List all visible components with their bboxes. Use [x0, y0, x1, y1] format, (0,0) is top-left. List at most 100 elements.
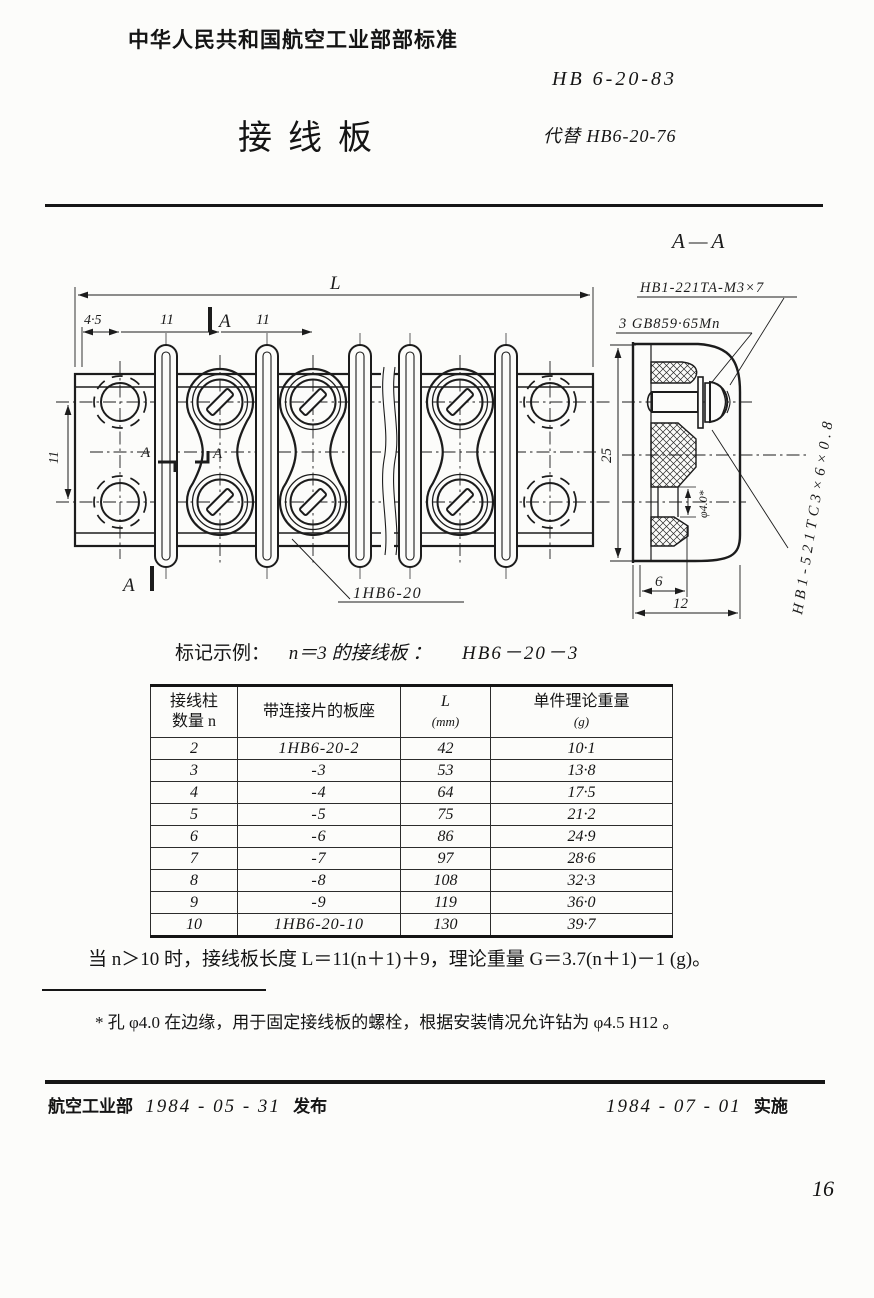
terminal-screw-section: [646, 376, 731, 429]
table-cell: 13·8: [490, 759, 673, 782]
table-cell: 97: [400, 847, 491, 870]
table-row: 2 1HB6-20-2 42 10·1: [150, 737, 673, 760]
dim-25-label: 25: [599, 448, 615, 464]
table-row: 5 -5 75 21·2: [150, 803, 673, 826]
dim-phi40-label: φ4.0*: [696, 490, 710, 518]
table-cell: 130: [400, 913, 491, 937]
table-cell: 108: [400, 869, 491, 892]
section-marks: A A A A: [121, 307, 231, 596]
example-prefix: 标记示例：: [175, 643, 271, 664]
dimension-L: L: [74, 273, 594, 367]
table-cell: 7: [150, 847, 238, 870]
part-leader-label: 1HB6-20: [353, 585, 422, 602]
table-cell: 17·5: [490, 781, 673, 804]
formula-note: 当 n＞10 时，接线板长度 L＝11(n＋1)＋9，理论重量 G＝3.7(n＋…: [88, 949, 712, 970]
table-cell: 1HB6-20-10: [237, 913, 401, 937]
svg-text:A: A: [140, 445, 151, 461]
spec-table: 接线柱 数量 n 带连接片的板座 L (mm) 单件理论重量 (g) 2 1HB…: [150, 684, 673, 938]
table-body: 2 1HB6-20-2 42 10·1 3 -3 53 13·8 4 -4 64…: [150, 737, 673, 937]
table-cell: -9: [237, 891, 401, 914]
table-row: 10 1HB6-20-10 130 39·7: [150, 913, 673, 937]
footer-divider: [45, 1080, 825, 1084]
col-header-base: 带连接片的板座: [237, 685, 401, 738]
footnote-text: * 孔 φ4.0 在边缘，用于固定接线板的螺栓，根据安装情况允许钻为 φ4.5 …: [95, 1013, 680, 1032]
table-cell: 10: [150, 913, 238, 937]
effective-label: 实施: [753, 1097, 788, 1116]
standard-number: HB 6-20-83: [552, 68, 677, 90]
table-cell: 32·3: [490, 869, 673, 892]
issue-label: 发布: [293, 1097, 328, 1116]
doc-title: 接线板: [238, 120, 388, 157]
break-lines: [381, 365, 398, 557]
footer-effective: 1984 - 07 - 01 实施: [598, 1092, 788, 1118]
technical-drawing: L 4·5 11 11 11 A A: [47, 229, 837, 619]
col-header-terminal-count: 接线柱 数量 n: [150, 685, 238, 738]
table-cell: 39·7: [490, 913, 673, 937]
footnote-divider: [42, 989, 266, 991]
table-cell: -7: [237, 847, 401, 870]
dim-L-label: L: [329, 273, 341, 294]
table-cell: 119: [400, 891, 491, 914]
example-code: HB6－20－3: [462, 643, 580, 664]
table-row: 9 -9 119 36·0: [150, 891, 673, 914]
part-leader: 1HB6-20: [291, 538, 464, 603]
table-cell: -6: [237, 825, 401, 848]
table-cell: 3: [150, 759, 238, 782]
top-view: L 4·5 11 11 11 A A: [47, 273, 612, 603]
table-cell: 9: [150, 891, 238, 914]
title-divider: [45, 204, 823, 207]
strip-spec-label: HB1-521TC3×6×0.8: [790, 416, 837, 616]
col-header-weight: 单件理论重量 (g): [490, 685, 673, 738]
table-cell: 4: [150, 781, 238, 804]
screw-spec-label: HB1-221TA-M3×7: [639, 280, 764, 296]
col-header-length: L (mm): [400, 685, 491, 738]
dimension-phi40: φ4.0*: [660, 486, 710, 518]
svg-text:A: A: [217, 311, 231, 332]
table-cell: 42: [400, 737, 491, 760]
section-callouts: HB1-221TA-M3×7 3 GB859·65Mn: [616, 280, 797, 388]
page-number: 16: [812, 1176, 834, 1201]
table-cell: 2: [150, 737, 238, 760]
dim-11-left-label: 11: [47, 451, 62, 464]
dim-11a-label: 11: [160, 312, 174, 328]
svg-text:A: A: [212, 446, 223, 462]
issuing-org: 航空工业部: [48, 1097, 133, 1116]
table-cell: -5: [237, 803, 401, 826]
table-row: 3 -3 53 13·8: [150, 759, 673, 782]
section-title: A—A: [670, 229, 728, 253]
washer-spec-label: 3 GB859·65Mn: [618, 316, 720, 332]
svg-text:A: A: [121, 575, 135, 596]
table-cell: -3: [237, 759, 401, 782]
effective-date: 1984 - 07 - 01: [606, 1096, 742, 1117]
marking-example: 标记示例： n＝3 的接线板 ： HB6－20－3: [175, 638, 579, 665]
dimension-11-left: 11: [47, 405, 72, 499]
dimension-6-12: 6 12: [632, 527, 741, 619]
table-cell: 36·0: [490, 891, 673, 914]
table-cell: 64: [400, 781, 491, 804]
example-desc: n＝3 的接线板 ：: [288, 643, 432, 664]
table-row: 4 -4 64 17·5: [150, 781, 673, 804]
table-cell: 10·1: [490, 737, 673, 760]
table-cell: 53: [400, 759, 491, 782]
dim-12-label: 12: [673, 596, 689, 612]
footer-issued: 航空工业部 1984 - 05 - 31 发布: [48, 1092, 327, 1118]
table-cell: 75: [400, 803, 491, 826]
table-cell: 1HB6-20-2: [237, 737, 401, 760]
table-row: 6 -6 86 24·9: [150, 825, 673, 848]
table-cell: -8: [237, 869, 401, 892]
table-row: 8 -8 108 32·3: [150, 869, 673, 892]
issue-date: 1984 - 05 - 31: [145, 1096, 281, 1117]
dimension-chain: 4·5 11 11: [81, 312, 312, 367]
section-body: [631, 342, 742, 563]
dim-45-label: 4·5: [84, 313, 102, 328]
dimension-25: 25: [599, 344, 636, 562]
table-cell: 5: [150, 803, 238, 826]
dim-6-label: 6: [655, 574, 663, 590]
mounting-holes: [93, 375, 577, 529]
table-header-row: 接线柱 数量 n 带连接片的板座 L (mm) 单件理论重量 (g): [150, 685, 673, 738]
section-view: A—A HB1-221TA-M3×7 3 GB859·65Mn: [599, 229, 837, 619]
table-cell: -4: [237, 781, 401, 804]
table-cell: 86: [400, 825, 491, 848]
table-cell: 28·6: [490, 847, 673, 870]
